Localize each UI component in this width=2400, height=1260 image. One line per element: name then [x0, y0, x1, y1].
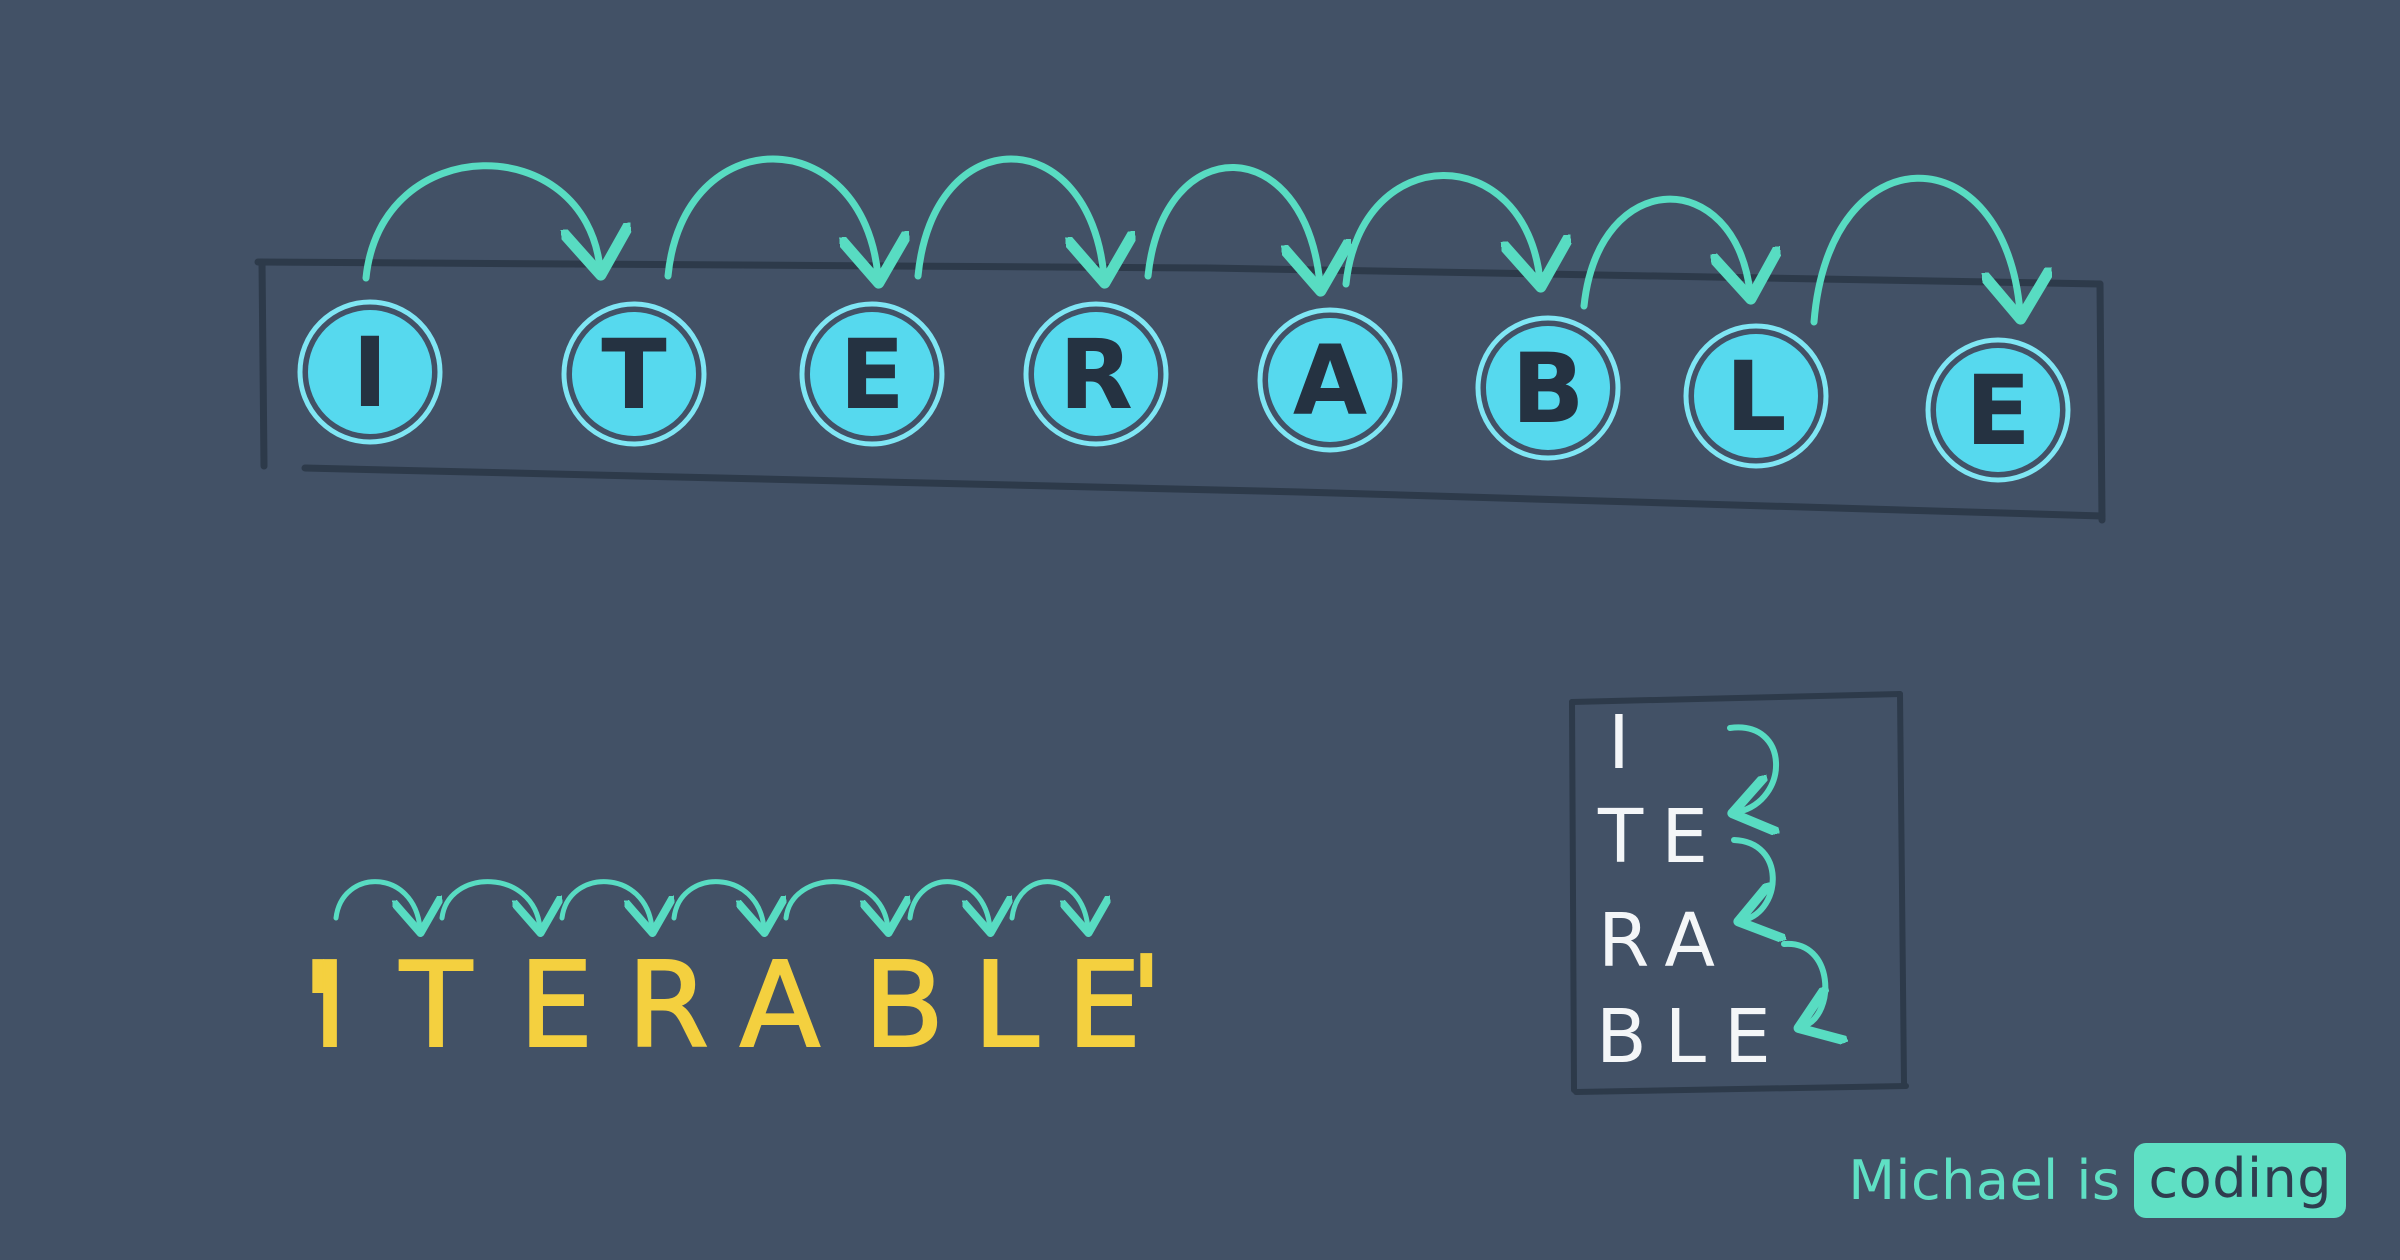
string-letter: E — [1067, 936, 1142, 1074]
bubble-ring — [1023, 301, 1169, 447]
open-quote: ' — [302, 936, 334, 1074]
string-hop-arrow — [1009, 879, 1088, 928]
string-hop-arrow — [559, 879, 652, 928]
bubble-letter: R — [1059, 319, 1133, 431]
hop-arrow — [1810, 174, 2020, 326]
bubble-fill — [1936, 348, 2060, 472]
vertical-arrow-3 — [1781, 940, 1825, 1026]
string-arrow-group — [333, 879, 1088, 928]
vertical-line-2: TE — [1597, 794, 1726, 880]
string-hop-arrow — [783, 879, 888, 928]
branding: Michael is coding — [1848, 1143, 2346, 1218]
bubble-ring — [297, 299, 443, 445]
bubble-letter: A — [1293, 325, 1367, 437]
string-hop-arrow — [671, 879, 764, 928]
bubble: L — [1683, 323, 1829, 469]
hop-arrow — [362, 162, 600, 282]
bubble: B — [1475, 315, 1621, 461]
vertical-line-3: RA — [1598, 898, 1733, 984]
bubble-ring — [1683, 323, 1829, 469]
bubble-letter: E — [1965, 355, 2031, 467]
bubble-fill — [308, 310, 432, 434]
hop-arrow — [1342, 172, 1540, 284]
bubble-letter: E — [839, 319, 905, 431]
bubble-ring — [561, 301, 707, 447]
string-letter: L — [973, 936, 1039, 1074]
vertical-line-1: I — [1608, 700, 1648, 786]
bubble-ring — [1257, 307, 1403, 453]
vertical-arrow-1 — [1727, 724, 1776, 812]
hop-arrow — [664, 155, 878, 276]
bubble-fill — [572, 312, 696, 436]
brand-prefix: Michael is — [1848, 1149, 2121, 1212]
bubble: E — [1925, 337, 2071, 483]
bubble-fill — [810, 312, 934, 436]
bubble-letter: I — [352, 317, 388, 429]
bubble: E — [799, 301, 945, 447]
bubble: T — [561, 301, 707, 447]
string-letter: B — [864, 936, 945, 1074]
bubble-fill — [1694, 334, 1818, 458]
bubble-letter: B — [1511, 333, 1584, 445]
bubble-fill — [1486, 326, 1610, 450]
bubble: R — [1023, 301, 1169, 447]
bubble-ring — [1475, 315, 1621, 461]
top-arrow-group — [362, 155, 2020, 326]
vertical-box-lines: I TE RA BLE — [1596, 700, 1789, 1080]
brand-highlight: coding — [2134, 1143, 2346, 1218]
bubble-fill — [1268, 318, 1392, 442]
bubble-ring — [1925, 337, 2071, 483]
string-letter: R — [627, 936, 709, 1074]
bubble-ring — [799, 301, 945, 447]
bubble: I — [297, 299, 443, 445]
hop-arrow — [1580, 195, 1750, 310]
bubble-letter: L — [1725, 341, 1786, 453]
string-hop-arrow — [439, 879, 540, 928]
vertical-box-arrows — [1727, 724, 1825, 1026]
string-hop-arrow — [333, 879, 420, 928]
close-quote: ' — [1130, 930, 1162, 1068]
string-letter: T — [399, 936, 473, 1074]
bubble-fill — [1034, 312, 1158, 436]
string-letter: A — [740, 936, 821, 1074]
string-letter: E — [519, 936, 594, 1074]
string-letter: I — [313, 936, 348, 1074]
vertical-box-frame — [1569, 691, 1909, 1095]
hop-arrow — [914, 155, 1104, 276]
bubble-letter: T — [601, 319, 666, 431]
string-hop-arrow — [907, 879, 990, 928]
vertical-line-4: BLE — [1596, 994, 1789, 1080]
vertical-arrow-2 — [1731, 837, 1773, 920]
bubble: A — [1257, 307, 1403, 453]
hop-arrow — [1144, 164, 1320, 284]
